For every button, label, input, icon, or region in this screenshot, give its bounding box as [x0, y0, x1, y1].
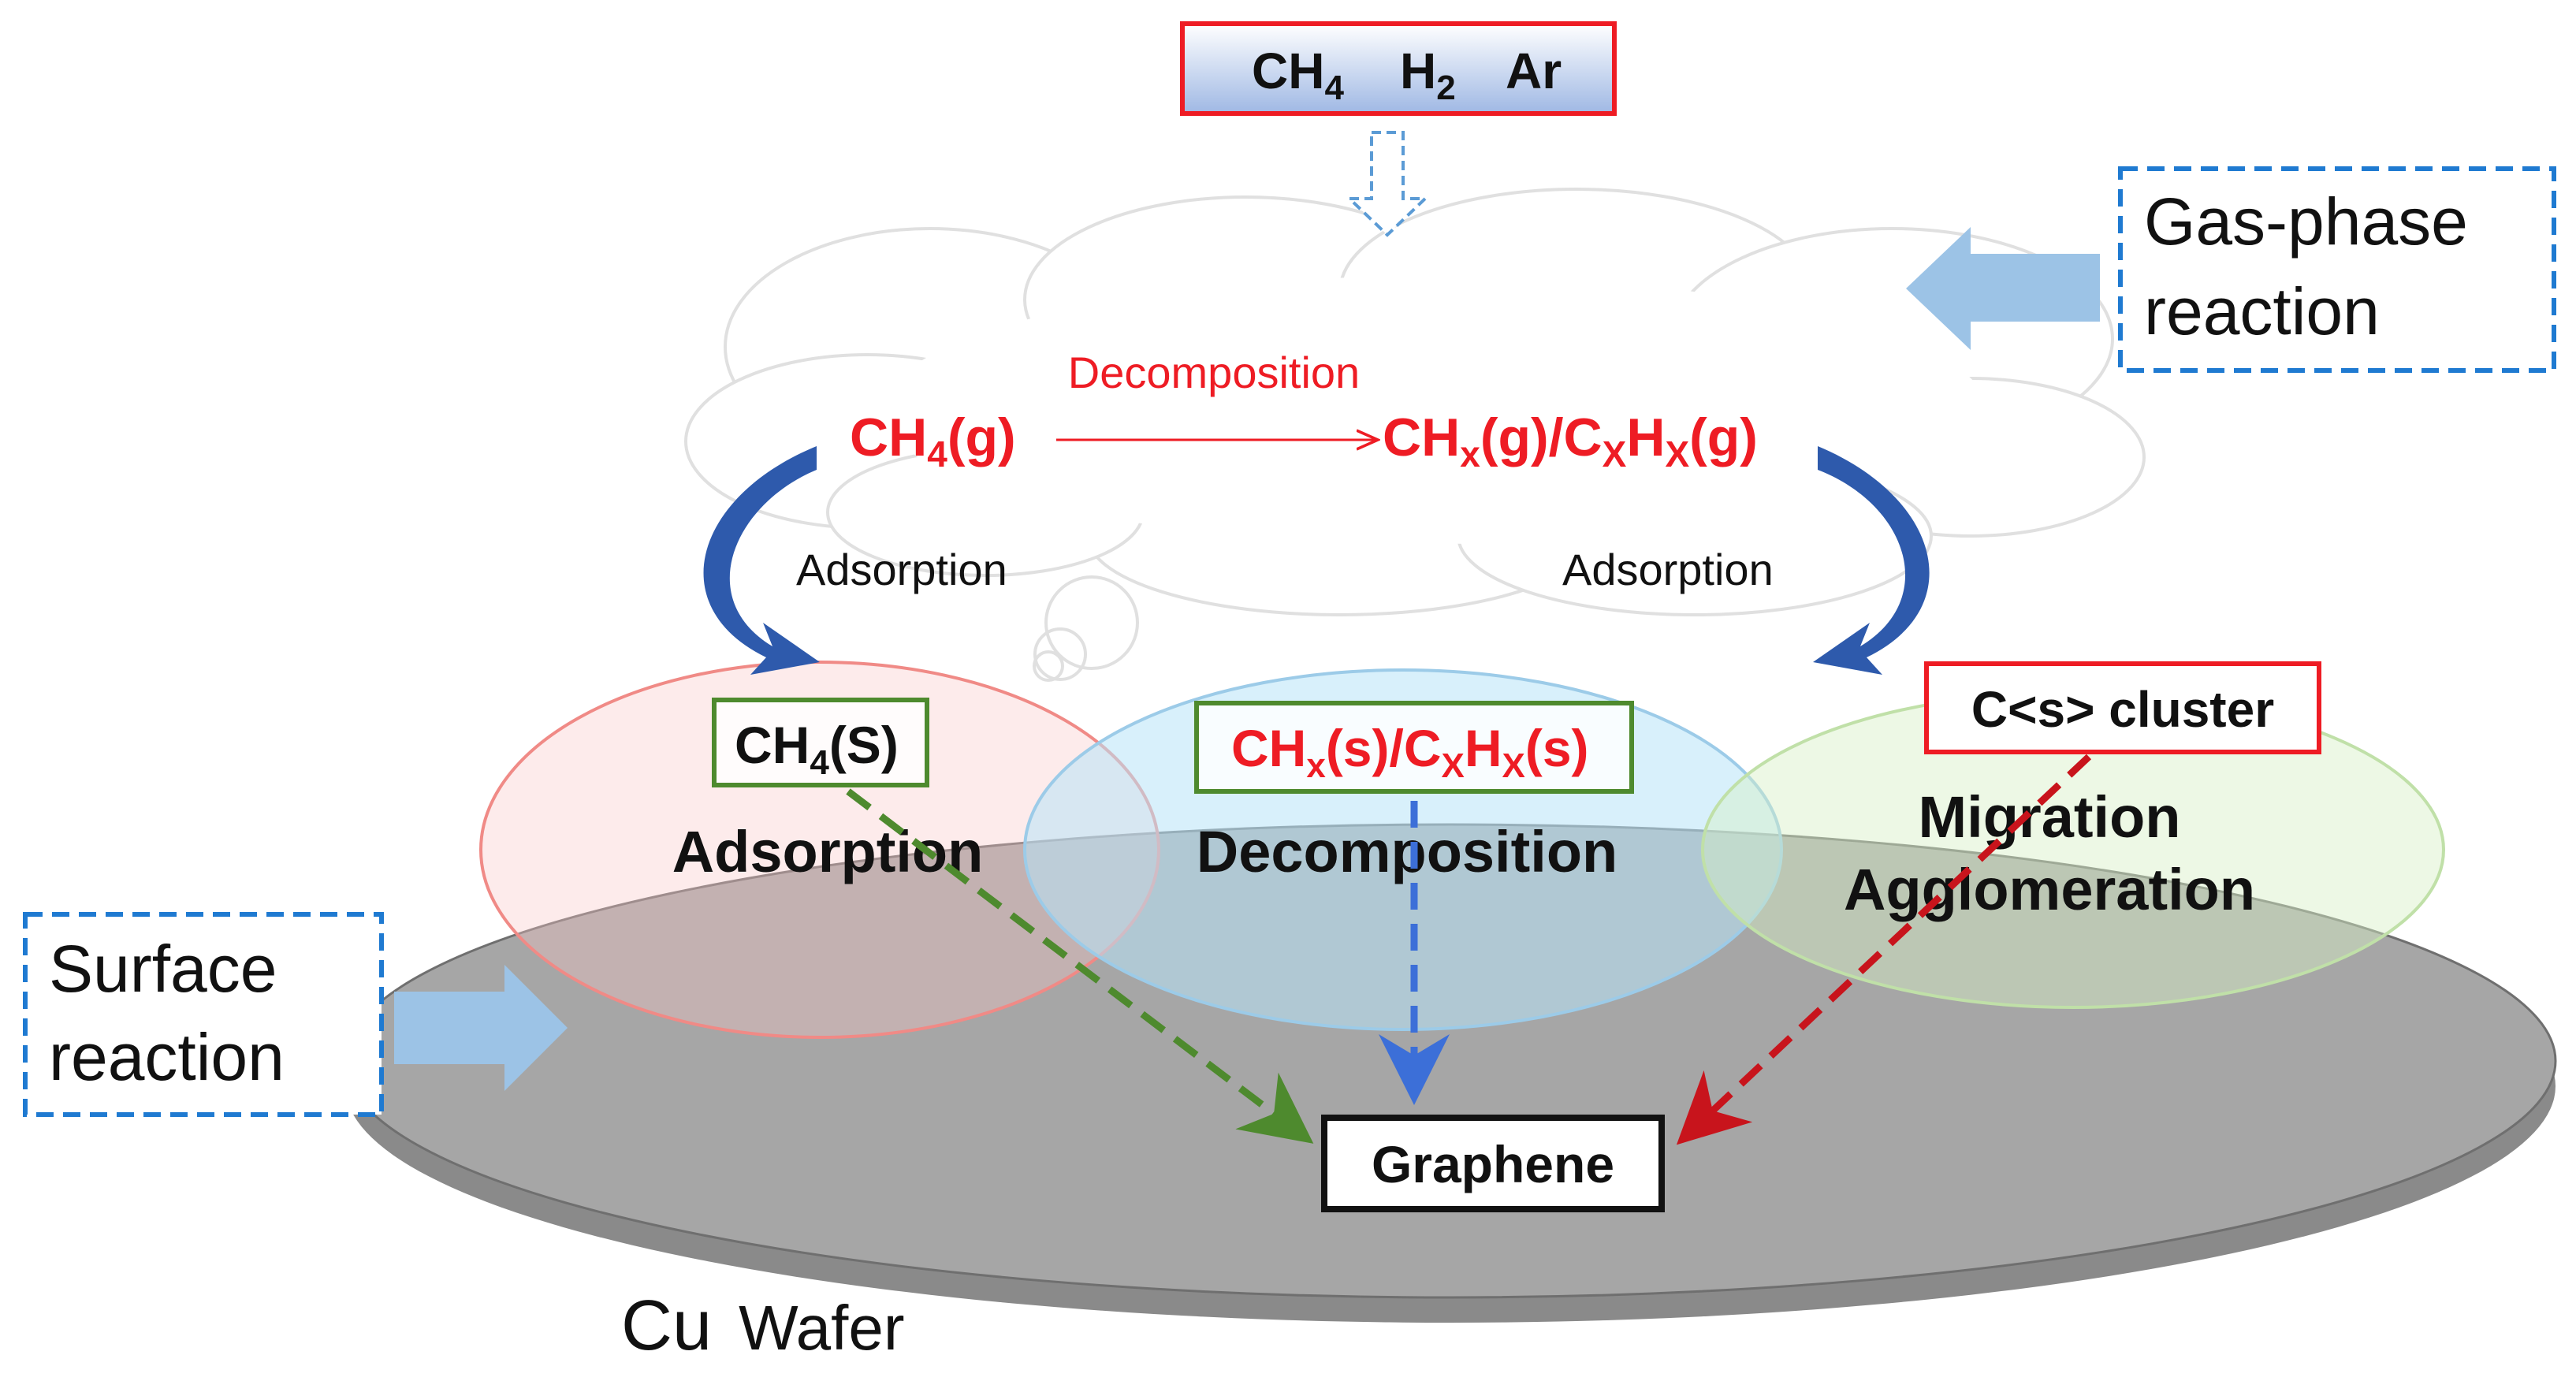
svg-text:C<s> cluster: C<s> cluster: [1971, 681, 2274, 738]
adsorption-zone-label: Adsorption: [672, 819, 984, 884]
svg-text:reaction: reaction: [2144, 274, 2380, 348]
ch4-surface-box: CH4(S): [712, 698, 929, 787]
svg-text:Graphene: Graphene: [1372, 1135, 1614, 1193]
cluster-to-graphene-arrow: [1676, 754, 2092, 1145]
graphene-box: Graphene: [1321, 1115, 1665, 1212]
svg-text:CH4(S): CH4(S): [735, 716, 899, 782]
svg-text:Surface: Surface: [49, 932, 277, 1006]
surface-pointer-arrow: [394, 965, 568, 1091]
gas-flow-arrow: [1346, 131, 1429, 237]
adsorption-left-arrow: [703, 446, 820, 675]
agglomeration-zone-label: Agglomeration: [1844, 857, 2255, 922]
ch4-to-graphene-arrow: [846, 788, 1314, 1144]
h2-input: H: [1400, 43, 1436, 99]
chx-gas-species: CHx(g)/CXHX(g): [1383, 408, 1758, 475]
svg-text:CHx(s)/CXHX(s): CHx(s)/CXHX(s): [1231, 719, 1589, 785]
cu-wafer: [344, 823, 2557, 1323]
svg-text:CH4: CH4: [1252, 43, 1344, 107]
adsorption-right-arrow: [1813, 446, 1930, 675]
gas-phase-cloud: [684, 188, 2146, 682]
surface-reaction-label: Surface reaction: [23, 912, 384, 1117]
gas-phase-label: Gas-phase reaction: [2118, 166, 2556, 373]
chx-surface-box: CHx(s)/CXHX(s): [1194, 701, 1634, 794]
ch4-input: CH: [1252, 43, 1324, 99]
svg-text:H2: H2: [1400, 43, 1456, 107]
ch4-gas-species: CH4(g): [850, 408, 1016, 475]
cloud-decomposition-label: Decomposition: [1068, 348, 1360, 397]
ar-input: Ar: [1506, 43, 1562, 99]
gas-input-box: CH4 H2 Ar: [1180, 21, 1617, 116]
carbon-cluster-box: C<s> cluster: [1924, 661, 2321, 754]
gas-phase-pointer-arrow: [1906, 227, 2100, 350]
svg-text:Gas-phase: Gas-phase: [2144, 184, 2468, 259]
svg-text:reaction: reaction: [49, 1020, 285, 1094]
adsorption-left-label: Adsorption: [796, 545, 1007, 594]
decomposition-zone-label: Decomposition: [1197, 819, 1617, 884]
adsorption-right-label: Adsorption: [1562, 545, 1774, 594]
